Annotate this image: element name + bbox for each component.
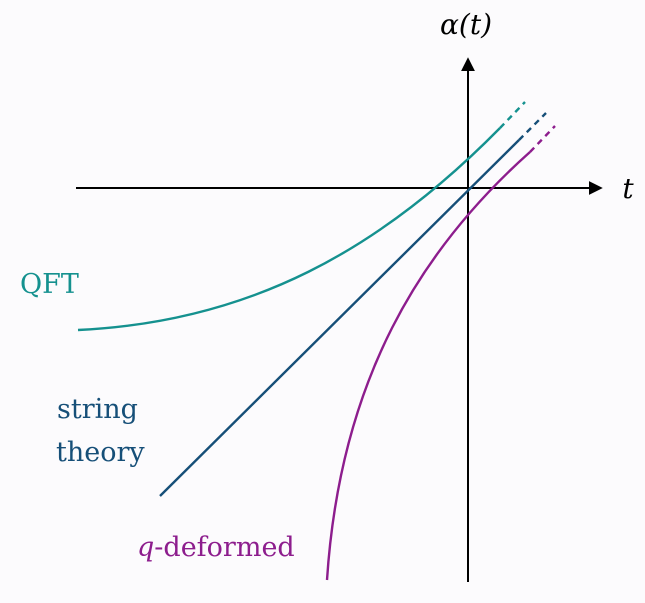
qft-curve xyxy=(77,127,501,332)
q-deformed-label-prefix: q xyxy=(137,532,154,563)
string-theory-line-dashed xyxy=(518,112,547,141)
string-theory-label-line1: string xyxy=(57,394,138,425)
qft-curve-dashed xyxy=(499,101,526,129)
q-deformed-curve-dashed xyxy=(529,125,556,153)
q-deformed-label: q-deformed xyxy=(137,532,295,563)
y-axis-label: α(t) xyxy=(440,8,492,41)
qft-label: QFT xyxy=(20,269,79,300)
q-deformed-label-suffix: -deformed xyxy=(154,532,294,563)
string-theory-label-line2: theory xyxy=(56,437,145,468)
x-axis-label: t xyxy=(622,172,634,205)
string-theory-line xyxy=(159,139,520,497)
q-deformed-curve xyxy=(325,151,531,581)
